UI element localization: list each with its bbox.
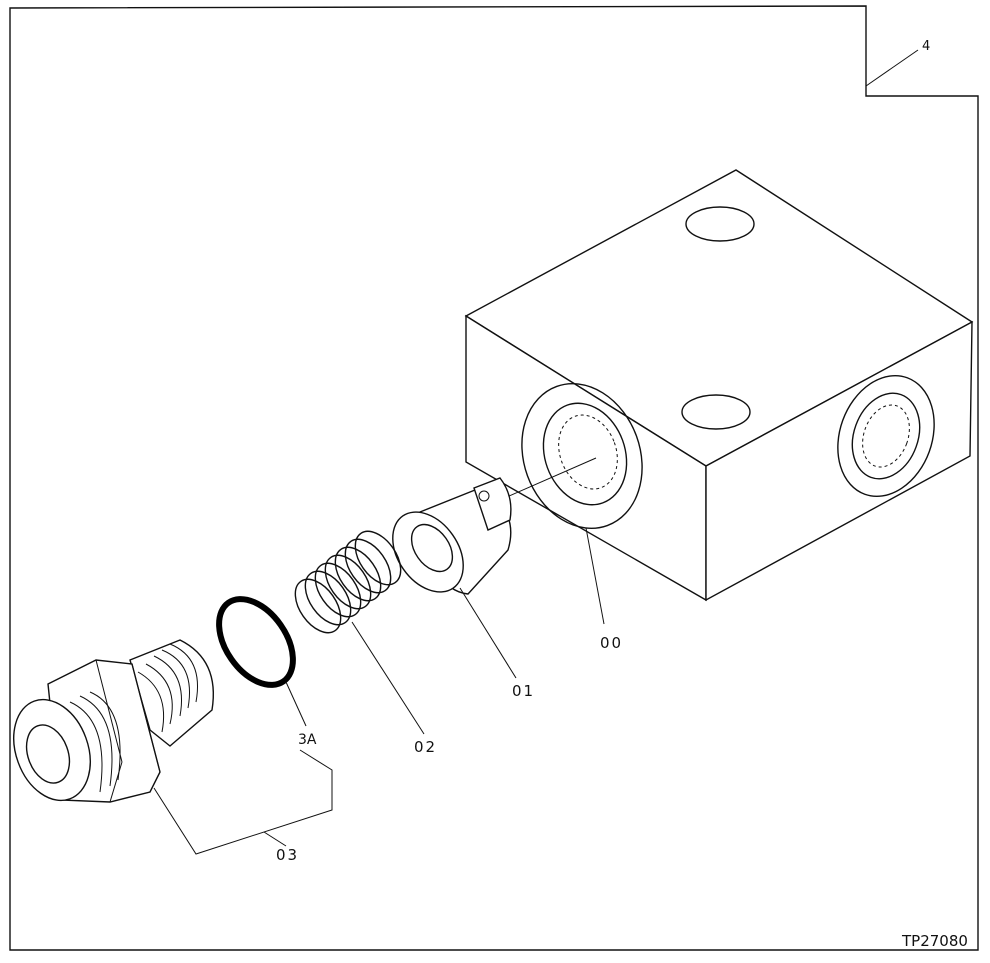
- valve-block: [464, 169, 974, 602]
- figure-id: TP27080: [901, 932, 968, 950]
- frame-border: [9, 5, 979, 951]
- callout-oring: 3A: [298, 732, 317, 748]
- callout-block: 00: [600, 634, 623, 652]
- o-ring-part: [216, 596, 296, 688]
- poppet-part: [392, 477, 512, 595]
- callout-spring: 02: [414, 738, 437, 756]
- callout-poppet: 01: [512, 682, 535, 700]
- plug-part: [13, 639, 214, 803]
- leader-lines: [153, 49, 919, 855]
- callout-frame-ref: 4: [922, 39, 930, 54]
- spring-part: [294, 530, 402, 634]
- callout-plug-assembly: 03: [276, 846, 299, 864]
